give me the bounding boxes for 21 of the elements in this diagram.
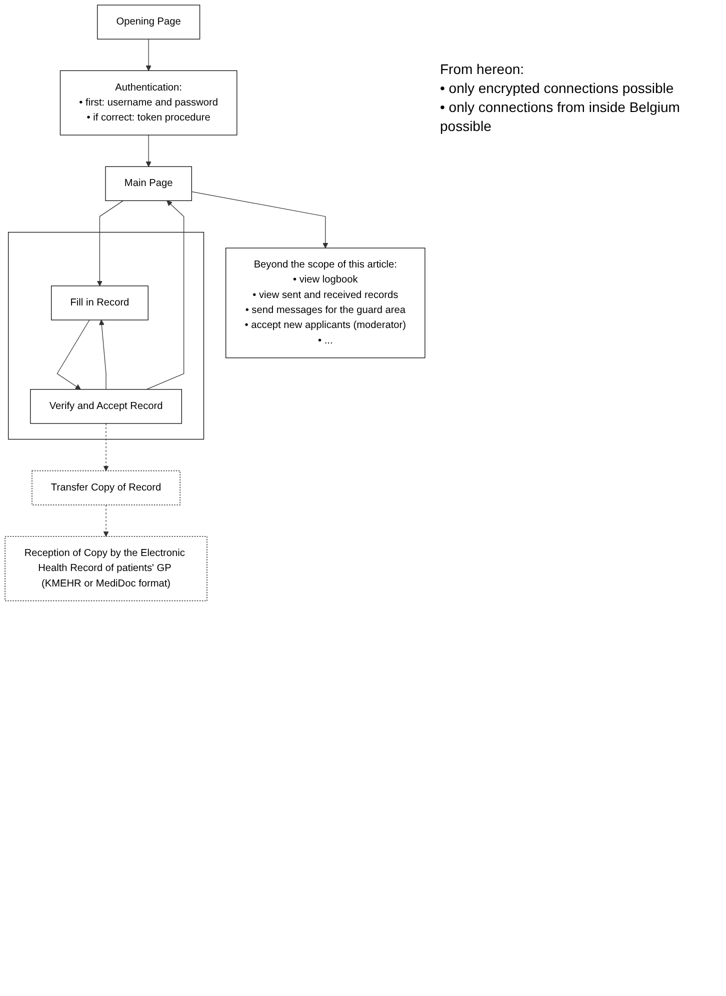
arrow (96, 200, 124, 286)
node-box: Main Page (105, 166, 192, 201)
cluster (8, 232, 204, 440)
arrow (191, 191, 328, 248)
arrow (103, 504, 109, 537)
node-box: Beyond the scope of this article: • view logbook • view sent and received records • send messages for the guard area • accept new applicants (moderator) • ... (226, 248, 426, 358)
arrow (146, 38, 152, 71)
arrow (56, 320, 90, 390)
node-box: Fill in Record (51, 286, 148, 320)
arrow (146, 134, 152, 167)
note-text: From hereon: (440, 60, 526, 79)
node-box: Authentication: • first: username and password • if correct: token procedure (60, 70, 238, 136)
node-box: Reception of Copy by the Electronic Health Record of patients' GP (KMEHR or MediDoc format) (4, 536, 208, 602)
arrow (146, 200, 184, 390)
arrow (98, 320, 106, 390)
arrow (103, 423, 109, 472)
node-box: Opening Page (97, 4, 200, 40)
node-box: Transfer Copy of Record (32, 470, 180, 506)
note-text: • only connections from inside Belgium possible (440, 98, 681, 136)
node-box: Verify and Accept Record (30, 389, 182, 424)
note-text: • only encrypted connections possible (440, 78, 675, 98)
